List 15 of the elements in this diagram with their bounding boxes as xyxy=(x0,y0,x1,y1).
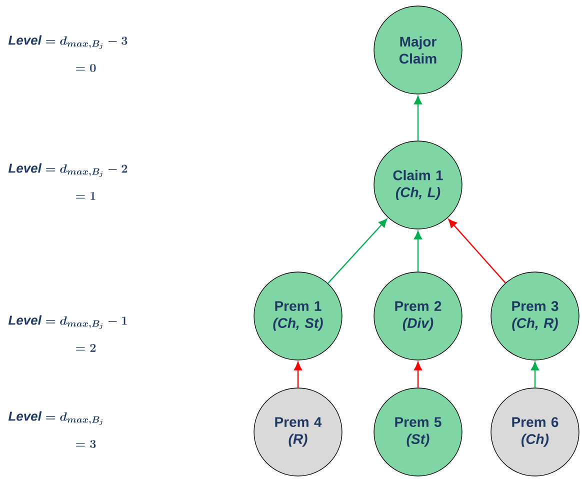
level-formula: $= 2$ xyxy=(76,344,96,352)
arrow xyxy=(414,362,422,388)
level-formula: $\mathit{Level} = d_{max,B_j} - 3$ xyxy=(8,35,128,49)
level-formula: $\mathit{Level} = d_{max,B_j} - 2$ xyxy=(8,163,128,177)
arrow xyxy=(294,362,302,388)
arrow xyxy=(414,230,422,272)
arrow xyxy=(531,362,539,388)
level-formula: $= 1$ xyxy=(76,192,96,200)
level-formula: $\mathit{Level} = d_{max,B_j} - 1$ xyxy=(8,315,127,329)
arrow xyxy=(328,218,388,284)
level-formula: $\mathit{Level} = d_{max,B_j}$ xyxy=(8,411,103,425)
arrow xyxy=(414,96,422,141)
level-formula: $= 0$ xyxy=(76,64,96,72)
level-formula: $= 3$ xyxy=(76,440,96,448)
arrow xyxy=(448,219,506,284)
